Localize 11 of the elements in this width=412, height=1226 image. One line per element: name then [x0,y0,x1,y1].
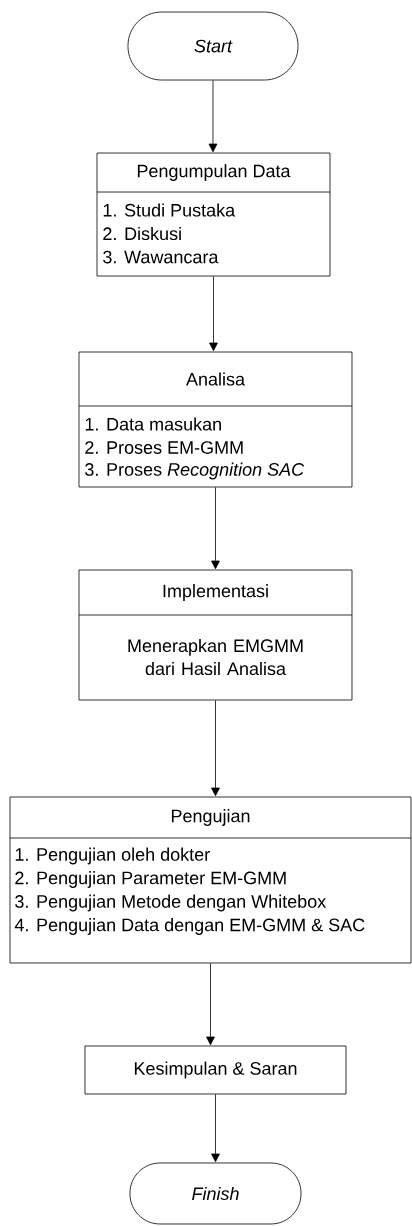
arrow [209,276,218,352]
arrow [206,963,215,1046]
arrow [208,80,218,153]
process-box: Analisa 1. Data masukan 2. Proses EM-GMM 3. Proses Recognition SAC [78,351,353,488]
process-box: Implementasi Menerapkan EMGMM dari Hasil Analisa [78,569,353,701]
process-box: Pengujian 1. Pengujian oleh dokter 2. Pengujian Parameter EM-GMM 3. Pengujian Metode dengan Whitebox 4. Pengujian Data dengan EM-GMM & SAC [9,796,412,964]
process-box: Kesimpulan & Saran [84,1045,347,1095]
process-box: Pengumpulan Data 1. Studi Pustaka 2. Diskusi 3. Wawancara [96,152,331,277]
arrow [211,700,220,797]
arrow [211,1094,220,1163]
arrow [211,487,220,570]
